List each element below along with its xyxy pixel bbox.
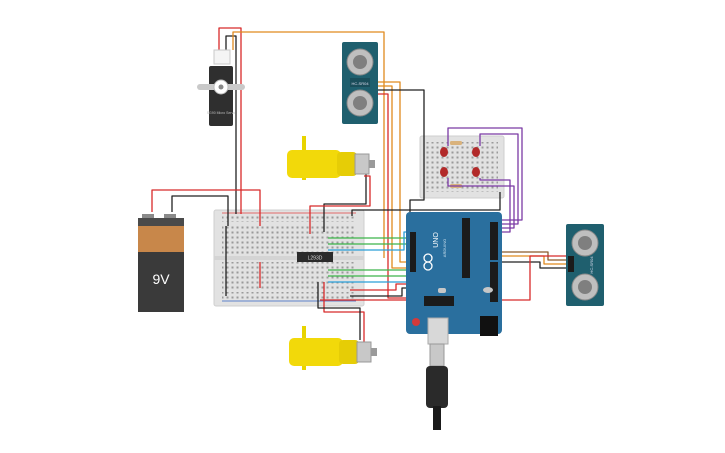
battery-9v[interactable]: 9V <box>138 214 184 312</box>
ultrasonic-right-label: HC-SR04 <box>589 256 594 274</box>
led-red-4[interactable] <box>472 167 480 177</box>
dc-motor-top[interactable] <box>287 136 375 180</box>
led-red-3[interactable] <box>440 167 448 177</box>
ultrasonic-sensor-top[interactable]: HC-SR04 <box>342 42 378 124</box>
chip-label: L293D <box>308 256 323 262</box>
arduino-brand-text: ARDUINO <box>442 239 447 257</box>
servo-motor[interactable]: SG90 Micro Servo <box>197 49 245 126</box>
main-breadboard[interactable] <box>213 209 365 307</box>
motor-driver-chip[interactable]: L293D <box>297 252 333 262</box>
resistor-1[interactable] <box>450 141 462 145</box>
wires <box>151 27 566 344</box>
dc-motor-bottom[interactable] <box>289 326 377 370</box>
led-red-1[interactable] <box>440 147 448 157</box>
led-red-2[interactable] <box>472 147 480 157</box>
usb-cable <box>426 343 448 430</box>
ultrasonic-top-label: HC-SR04 <box>351 81 369 86</box>
battery-label: 9V <box>152 271 170 287</box>
arduino-uno[interactable]: UNO ARDUINO <box>406 212 502 345</box>
arduino-logo-text: UNO <box>433 232 440 248</box>
led-breadboard[interactable] <box>419 135 505 199</box>
ultrasonic-sensor-right[interactable]: HC-SR04 <box>566 224 604 306</box>
servo-label: SG90 Micro Servo <box>207 111 236 115</box>
